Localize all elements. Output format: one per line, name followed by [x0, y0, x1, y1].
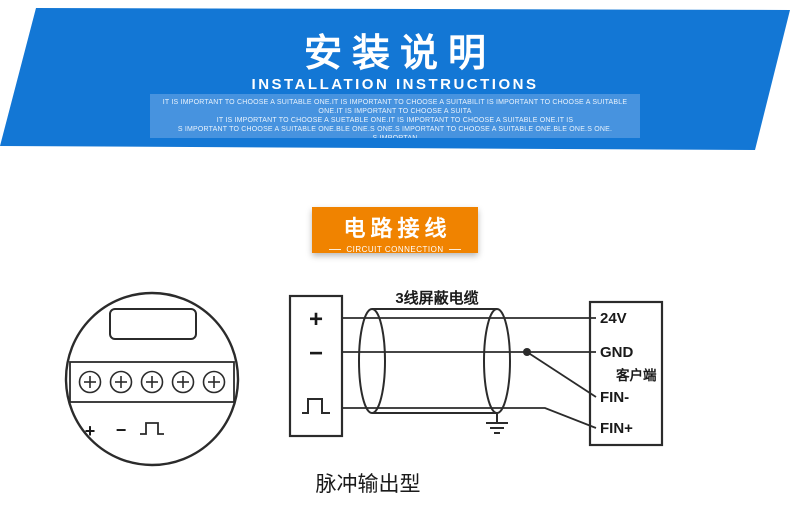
fine-print-line: IT IS IMPORTANT TO CHOOSE A SUITABLE ONE… [162, 99, 628, 115]
terminal-label-24v: 24V [600, 310, 627, 327]
terminal-label-fin-plus: FIN+ [600, 420, 633, 437]
rule-right [448, 249, 461, 250]
transmitter-body-outline [64, 291, 240, 467]
pulse-icon [140, 422, 164, 435]
minus-terminal: − [309, 340, 323, 367]
section-subtitle: CIRCUIT CONNECTION [346, 245, 444, 254]
terminal-strip [69, 361, 235, 403]
minus-mark: − [116, 420, 127, 440]
rule-left [329, 249, 342, 250]
shielded-cable: 3线屏蔽电缆 [358, 289, 511, 414]
terminal-screw-icon [202, 370, 226, 394]
plus-terminal: + [309, 306, 323, 333]
client-box: 24V GND 客户端 FIN- FIN+ [588, 300, 664, 447]
wire-minus-fin-minus [526, 351, 597, 398]
page-subtitle: INSTALLATION INSTRUCTIONS [251, 76, 539, 93]
terminal-screw-icon [171, 370, 195, 394]
display-window [109, 308, 197, 340]
ground-icon [486, 413, 508, 434]
terminal-box: + − [288, 294, 344, 438]
cable-end-left [358, 308, 386, 414]
junction-dot [523, 348, 531, 356]
fine-print-line: S IMPORTAN [150, 134, 640, 138]
transmitter-front-view: + − [64, 291, 240, 467]
wiring [342, 317, 597, 429]
terminal-screw-icon [78, 370, 102, 394]
client-box-outline [588, 300, 664, 447]
wire-pulse-fin-plus [342, 407, 597, 429]
pulse-icon [302, 398, 330, 414]
terminal-screw-icon [140, 370, 164, 394]
fine-print-line: S IMPORTANT TO CHOOSE A SUITABLE ONE.BLE… [177, 126, 613, 133]
fine-print-line: IT IS IMPORTANT TO CHOOSE A SUETABLE ONE… [216, 117, 574, 124]
terminal-box-outline [288, 294, 344, 438]
section-badge: 电路接线 CIRCUIT CONNECTION [312, 207, 478, 254]
cable-end-right [483, 308, 511, 414]
terminal-label-gnd: GND [600, 344, 634, 361]
terminal-screw-icon [109, 370, 133, 394]
plus-mark: + [85, 421, 96, 441]
page-title: 安装说明 [303, 33, 496, 75]
section-subtitle-row: CIRCUIT CONNECTION [312, 245, 478, 254]
cable-label: 3线屏蔽电缆 [395, 289, 478, 307]
fine-print-strip: IT IS IMPORTANT TO CHOOSE A SUITABLE ONE… [150, 94, 640, 138]
client-box-label: 客户端 [615, 367, 657, 383]
section-title: 电路接线 [343, 216, 452, 241]
diagram-caption: 脉冲输出型 [316, 473, 421, 496]
terminal-label-fin-minus: FIN- [600, 389, 629, 406]
installation-banner: 安装说明 INSTALLATION INSTRUCTIONS IT IS IMP… [0, 0, 790, 168]
